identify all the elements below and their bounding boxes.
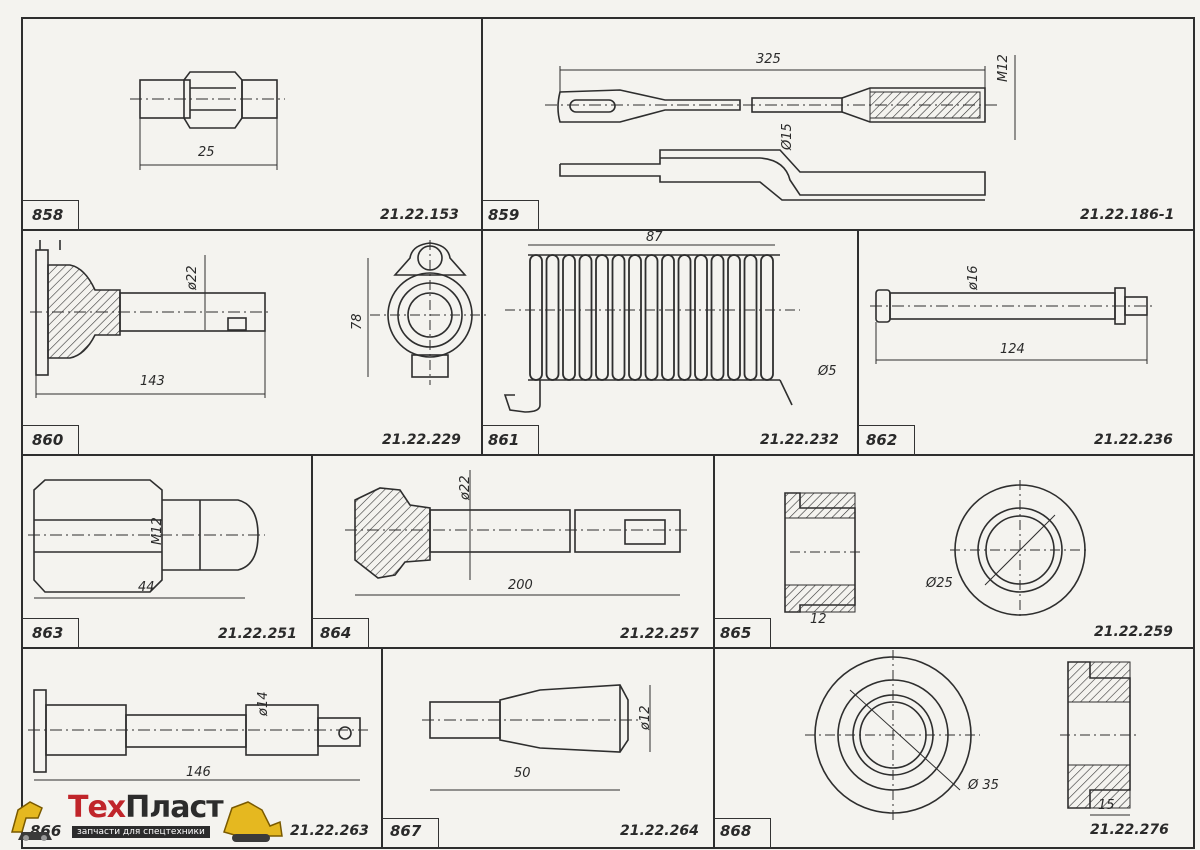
spring-coil bbox=[710, 254, 725, 381]
number-box bbox=[858, 425, 915, 456]
dimension-label: 200 bbox=[508, 578, 533, 593]
part-868-bushing bbox=[805, 650, 1140, 820]
part-number-864: 864 bbox=[320, 624, 352, 642]
dimension-label: 50 bbox=[514, 766, 531, 781]
number-box bbox=[482, 200, 539, 231]
dimension-label: 146 bbox=[186, 765, 211, 780]
part-860-shaft bbox=[30, 240, 490, 398]
spring-coil bbox=[661, 254, 675, 381]
spring-coil bbox=[578, 254, 593, 381]
spring-coil bbox=[677, 254, 692, 381]
part-number-862: 862 bbox=[866, 431, 898, 449]
part-code-858: 21.22.153 bbox=[380, 207, 459, 223]
part-code-865: 21.22.259 bbox=[1094, 624, 1173, 640]
dimension-label: 78 bbox=[350, 313, 365, 330]
part-code-868: 21.22.276 bbox=[1090, 822, 1169, 838]
dimension-label: 25 bbox=[198, 145, 215, 160]
part-code-861: 21.22.232 bbox=[760, 432, 839, 448]
spring-coil bbox=[760, 254, 774, 381]
part-number-867: 867 bbox=[390, 822, 422, 840]
spring-coil bbox=[529, 254, 543, 381]
part-865-bushing bbox=[784, 480, 1090, 620]
spring-coil bbox=[727, 254, 741, 381]
part-code-867: 21.22.264 bbox=[620, 823, 699, 839]
logo-wordmark: ТехПласт bbox=[68, 790, 224, 825]
spring-coil bbox=[694, 254, 708, 381]
dimension-label: M12 bbox=[996, 54, 1011, 82]
dimension-label: ø16 bbox=[966, 265, 981, 291]
logo-wordmark-part2: Пласт bbox=[125, 790, 223, 825]
part-number-868: 868 bbox=[720, 822, 752, 840]
number-box bbox=[382, 818, 439, 849]
part-866-pin bbox=[28, 689, 368, 781]
bulldozer-logo-icon bbox=[223, 801, 283, 842]
grid-frame bbox=[21, 17, 1195, 849]
part-862-pin bbox=[870, 287, 1155, 364]
spring-coil bbox=[644, 254, 659, 381]
spring-coil bbox=[743, 254, 758, 381]
number-box bbox=[714, 818, 771, 849]
logo-tagline: запчасти для спецтехники bbox=[72, 826, 210, 838]
dimension-label: Ø5 bbox=[818, 364, 837, 379]
dimension-label: ø14 bbox=[256, 691, 271, 717]
number-box bbox=[22, 200, 79, 231]
part-code-860: 21.22.229 bbox=[382, 432, 461, 448]
dimension-label: 124 bbox=[1000, 342, 1025, 357]
dimension-label: Ø25 bbox=[926, 576, 953, 591]
dimension-label: 87 bbox=[646, 230, 663, 245]
part-863-bolt bbox=[28, 479, 265, 599]
spring-coil bbox=[628, 254, 642, 381]
part-code-862: 21.22.236 bbox=[1094, 432, 1173, 448]
part-number-860: 860 bbox=[32, 431, 64, 449]
spring-coil bbox=[595, 254, 609, 381]
dimension-label: 15 bbox=[1098, 798, 1115, 813]
part-code-859: 21.22.186-1 bbox=[1080, 207, 1175, 223]
part-864-axle bbox=[345, 470, 690, 596]
dimension-label: 325 bbox=[756, 52, 781, 67]
part-code-864: 21.22.257 bbox=[620, 626, 699, 642]
part-number-859: 859 bbox=[488, 206, 520, 224]
part-861-spring bbox=[503, 244, 800, 413]
dimension-label: 12 bbox=[810, 612, 827, 627]
part-number-863: 863 bbox=[32, 624, 64, 642]
dimension-label: 44 bbox=[138, 580, 155, 595]
part-number-861: 861 bbox=[488, 431, 520, 449]
dimension-label: ø22 bbox=[458, 475, 473, 501]
part-code-866: 21.22.263 bbox=[290, 823, 369, 839]
dimension-label: M12 bbox=[150, 517, 165, 545]
part-number-858: 858 bbox=[32, 206, 64, 224]
part-858-fitting bbox=[130, 71, 285, 170]
number-box bbox=[22, 425, 79, 456]
part-867-pin bbox=[422, 684, 651, 791]
number-box bbox=[482, 425, 539, 456]
dimension-label: ø12 bbox=[638, 705, 653, 731]
part-code-863: 21.22.251 bbox=[218, 626, 297, 642]
excavator-logo-icon bbox=[11, 801, 52, 841]
number-box bbox=[714, 618, 771, 649]
dimension-label: 143 bbox=[140, 374, 165, 389]
dimension-label: ø22 bbox=[185, 265, 200, 291]
logo-wordmark-part1: Тех bbox=[68, 790, 126, 825]
spring-coil bbox=[611, 254, 626, 381]
techplast-logo: ТехПласт запчасти для спецтехники bbox=[8, 788, 308, 846]
part-859-rod bbox=[545, 55, 1016, 201]
dimension-label: Ø15 bbox=[780, 123, 795, 150]
number-box bbox=[312, 618, 369, 649]
dimension-label: Ø 35 bbox=[968, 778, 999, 793]
spring-coil bbox=[562, 254, 576, 381]
part-number-865: 865 bbox=[720, 624, 752, 642]
number-box bbox=[22, 618, 79, 649]
spring-coil bbox=[545, 254, 560, 381]
